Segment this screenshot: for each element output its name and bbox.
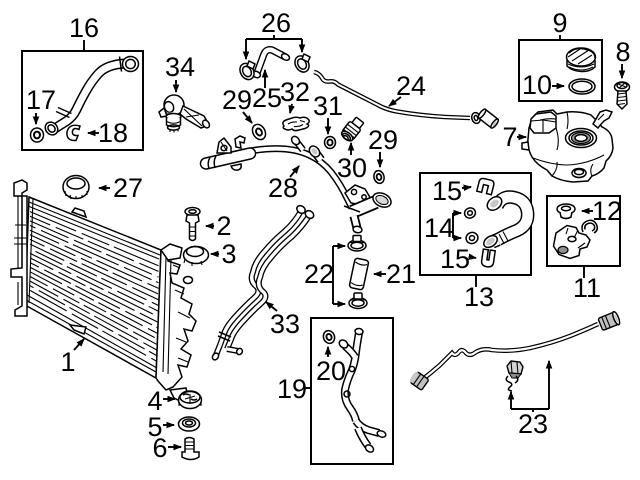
svg-text:32: 32 [280,77,310,107]
svg-text:23: 23 [518,409,548,439]
svg-text:28: 28 [268,173,298,203]
svg-text:4: 4 [147,386,162,416]
svg-text:13: 13 [464,282,494,312]
svg-text:5: 5 [147,412,162,442]
svg-text:31: 31 [313,91,343,121]
svg-text:6: 6 [152,433,167,463]
svg-text:7: 7 [502,122,517,152]
svg-text:22: 22 [304,259,334,289]
svg-text:9: 9 [552,8,567,38]
svg-text:8: 8 [615,37,630,67]
svg-text:29: 29 [222,85,252,115]
svg-text:17: 17 [26,85,56,115]
svg-text:29: 29 [368,125,398,155]
svg-text:34: 34 [165,52,195,82]
svg-text:20: 20 [316,356,346,386]
svg-text:14: 14 [424,213,454,243]
svg-text:33: 33 [270,309,300,339]
svg-text:10: 10 [522,70,552,100]
svg-text:24: 24 [396,71,426,101]
svg-text:15: 15 [440,244,470,274]
svg-text:25: 25 [252,83,282,113]
svg-text:1: 1 [60,347,75,377]
svg-text:3: 3 [221,239,236,269]
svg-text:16: 16 [69,13,99,43]
svg-text:11: 11 [573,273,601,303]
svg-text:12: 12 [592,196,622,226]
svg-text:15: 15 [432,176,462,206]
svg-text:21: 21 [386,259,416,289]
svg-text:19: 19 [277,374,307,404]
svg-text:30: 30 [337,153,367,183]
svg-text:18: 18 [98,118,128,148]
svg-text:2: 2 [216,211,231,241]
svg-text:27: 27 [113,173,143,203]
svg-text:26: 26 [261,8,291,38]
